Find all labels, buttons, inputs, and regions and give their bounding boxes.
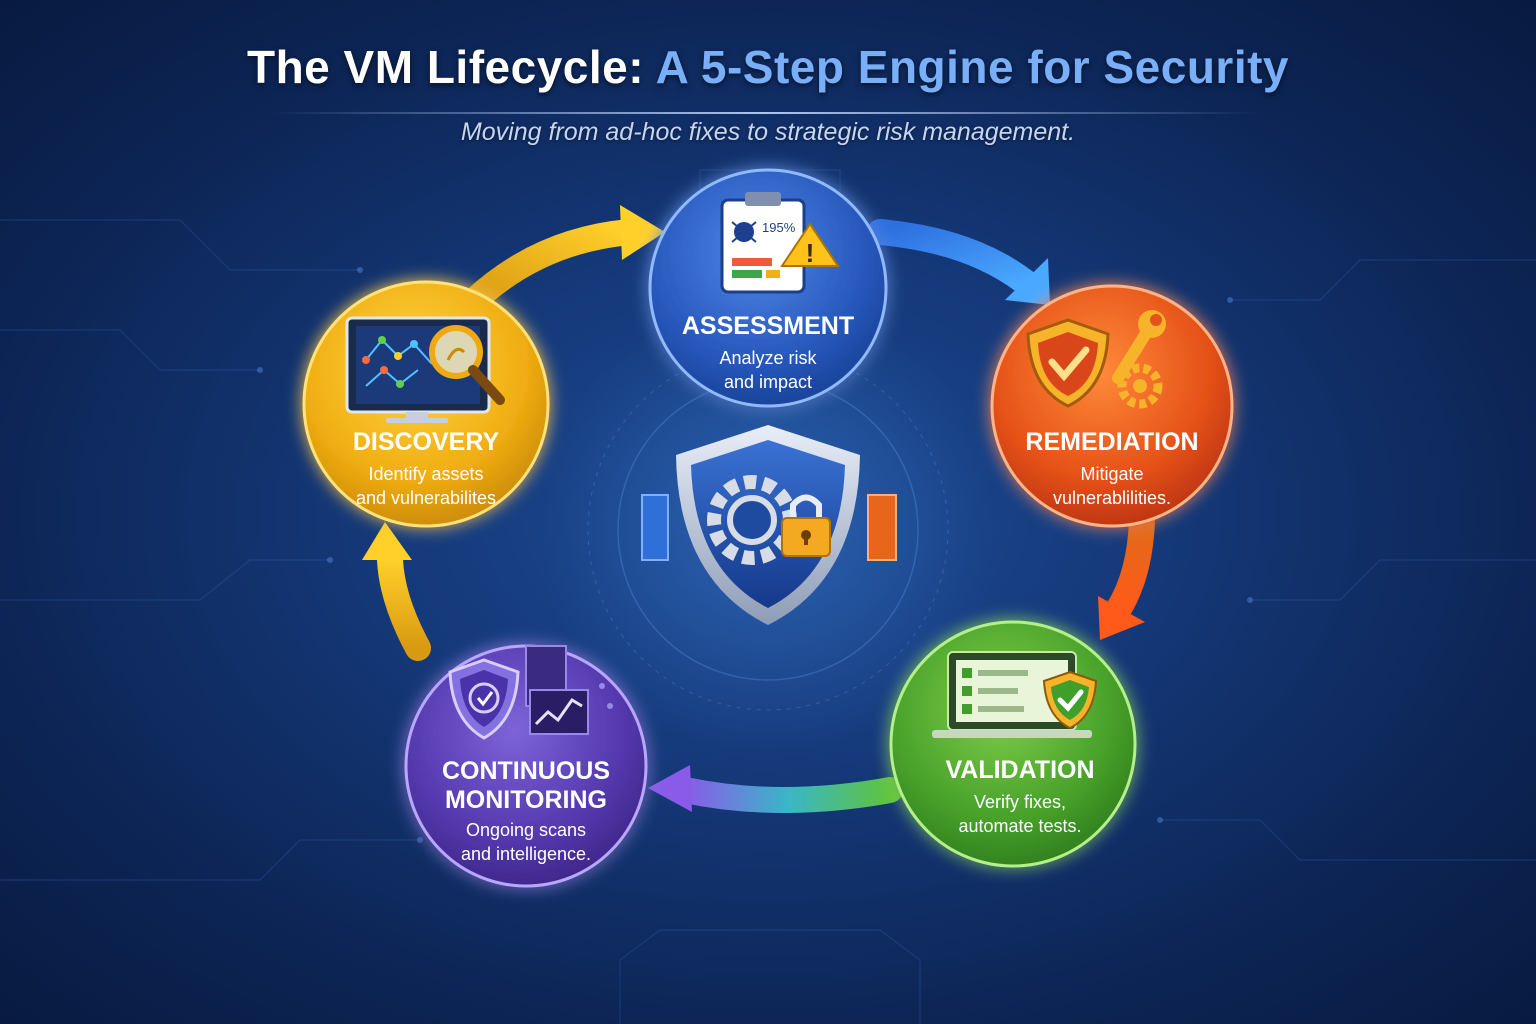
svg-text:!: ! <box>806 238 815 268</box>
assessment-desc-line-1: Analyze risk <box>719 348 817 368</box>
arrow-discovery-to-assessment <box>475 205 665 300</box>
assessment-desc-line-2: and impact <box>724 372 812 392</box>
assessment-title: ASSESSMENT <box>682 312 854 340</box>
validation-desc-line-2: automate tests. <box>958 816 1081 836</box>
remediation-title: REMEDIATION <box>1025 428 1198 456</box>
discovery-desc-line-2: and vulnerabilites <box>356 488 496 508</box>
monitoring-title-line-2: MONITORING <box>445 786 607 814</box>
validation-desc-line-1: Verify fixes, <box>974 792 1066 812</box>
step-validation: VALIDATION Verify fixes, automate tests. <box>891 622 1135 866</box>
arrow-monitoring-to-discovery <box>362 522 418 648</box>
discovery-desc-line-1: Identify assets <box>368 464 483 484</box>
center-shield-gear-lock-icon <box>642 425 896 625</box>
arrow-remediation-to-validation <box>1098 520 1145 640</box>
monitoring-desc-line-1: Ongoing scans <box>466 820 586 840</box>
arrow-validation-to-monitoring <box>648 765 890 812</box>
step-assessment: 195% ! ASSESSMENT Analyze risk and impac… <box>650 170 886 406</box>
monitor-magnifier-icon <box>347 318 500 423</box>
step-continuous-monitoring: CONTINUOUS MONITORING Ongoing scans and … <box>406 646 646 886</box>
arrow-assessment-to-remediation <box>880 232 1050 305</box>
monitoring-title-line-1: CONTINUOUS <box>442 757 610 785</box>
discovery-title: DISCOVERY <box>353 428 500 456</box>
step-remediation: REMEDIATION Mitigate vulnerablilities. <box>992 286 1232 526</box>
validation-title: VALIDATION <box>945 756 1094 784</box>
assessment-chart-label: 195% <box>762 220 796 235</box>
monitoring-desc-line-2: and intelligence. <box>461 844 591 864</box>
laptop-checklist-shield-icon <box>932 652 1096 738</box>
step-discovery: DISCOVERY Identify assets and vulnerabil… <box>304 282 548 526</box>
remediation-desc-line-1: Mitigate <box>1080 464 1143 484</box>
remediation-desc-line-2: vulnerablilities. <box>1053 488 1171 508</box>
